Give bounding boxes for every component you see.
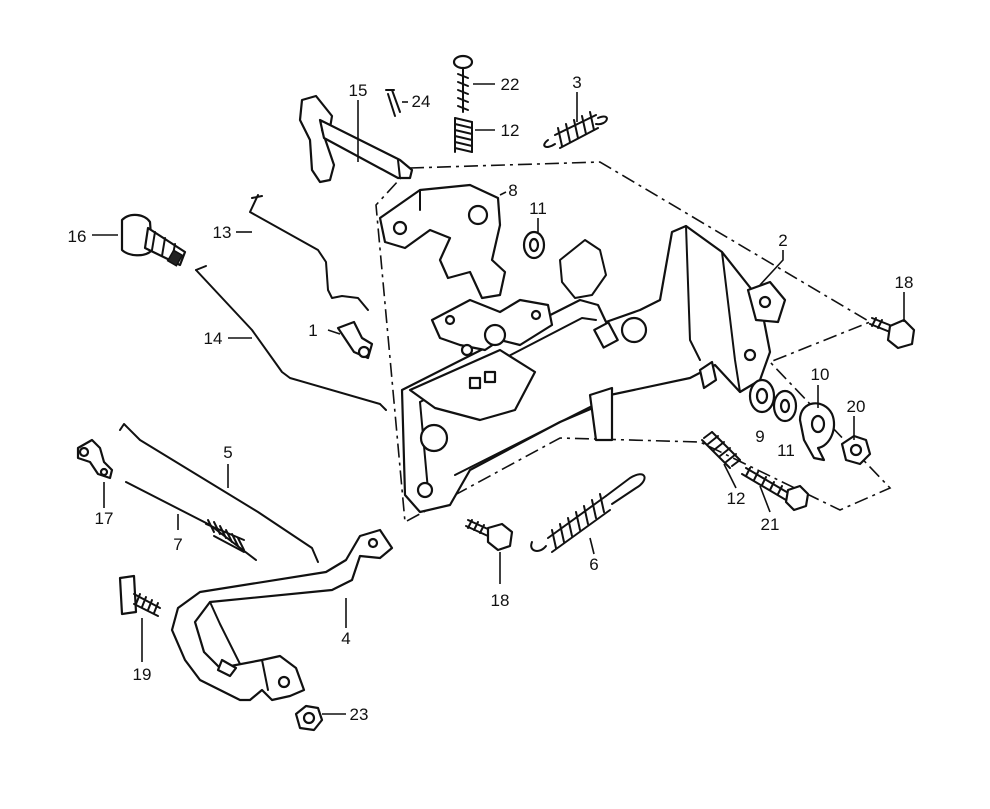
part-13-rod [249, 194, 369, 311]
part-20-nut [840, 434, 872, 466]
part-5-rod [119, 423, 319, 563]
part-7-rod-spring [125, 481, 257, 561]
callout-11-top: 11 [529, 199, 547, 218]
callout-2: 2 [778, 231, 787, 250]
callout-22: 22 [501, 75, 520, 94]
part-12-spring-top [454, 117, 473, 153]
callout-14: 14 [204, 329, 223, 348]
part-16-knob [120, 213, 187, 267]
part-15-control-lever [298, 94, 414, 184]
callout-8: 8 [508, 181, 517, 200]
part-21-bolt [741, 467, 810, 512]
part-11-washer-top [522, 230, 546, 260]
callout-1: 1 [308, 321, 317, 340]
part-12-spring-lower [701, 431, 741, 469]
callout-10: 10 [811, 365, 830, 384]
callout-24: 24 [412, 92, 431, 111]
part-4-control-arm [170, 528, 394, 702]
callout-12-lower: 12 [727, 489, 746, 508]
callout-6: 6 [589, 555, 598, 574]
lever-bracket [408, 298, 554, 422]
callout-7: 7 [173, 535, 182, 554]
callout-5: 5 [223, 443, 232, 462]
callout-3: 3 [572, 73, 581, 92]
assembly-boundary [375, 161, 892, 524]
callout-16: 16 [68, 227, 87, 246]
part-3-spring [543, 111, 608, 149]
part-23-nut [294, 704, 324, 732]
callout-13: 13 [213, 223, 232, 242]
part-6-spring [530, 473, 646, 553]
callout-4: 4 [341, 629, 350, 648]
part-19-bolt [118, 574, 161, 617]
callout-19: 19 [133, 665, 152, 684]
callout-18-right: 18 [895, 273, 914, 292]
part-10-friction-plate [798, 402, 836, 462]
governor-arm [378, 183, 507, 300]
part-9-washer [748, 378, 776, 414]
callout-11-lower: 11 [777, 441, 795, 460]
part-24-pin [385, 89, 401, 117]
callout-23: 23 [350, 705, 369, 724]
leader-lines [92, 83, 905, 715]
part-1-clip [336, 320, 374, 360]
callout-15: 15 [349, 81, 368, 100]
callout-labels: 1 2 3 4 5 6 7 8 9 10 11 11 12 12 13 14 1… [68, 73, 914, 724]
part-11-washer-lower [772, 389, 798, 423]
callout-20: 20 [847, 397, 866, 416]
part-18-bolt-lower [465, 519, 514, 552]
callout-12-top: 12 [501, 121, 520, 140]
part-18-bolt-right [869, 317, 916, 350]
part-17-lever [76, 438, 114, 480]
part-22-screw [452, 54, 474, 113]
callout-18-lower: 18 [491, 591, 510, 610]
callout-21: 21 [761, 515, 780, 534]
callout-17: 17 [95, 509, 114, 528]
callout-9: 9 [755, 427, 764, 446]
part-14-rod [195, 269, 387, 411]
